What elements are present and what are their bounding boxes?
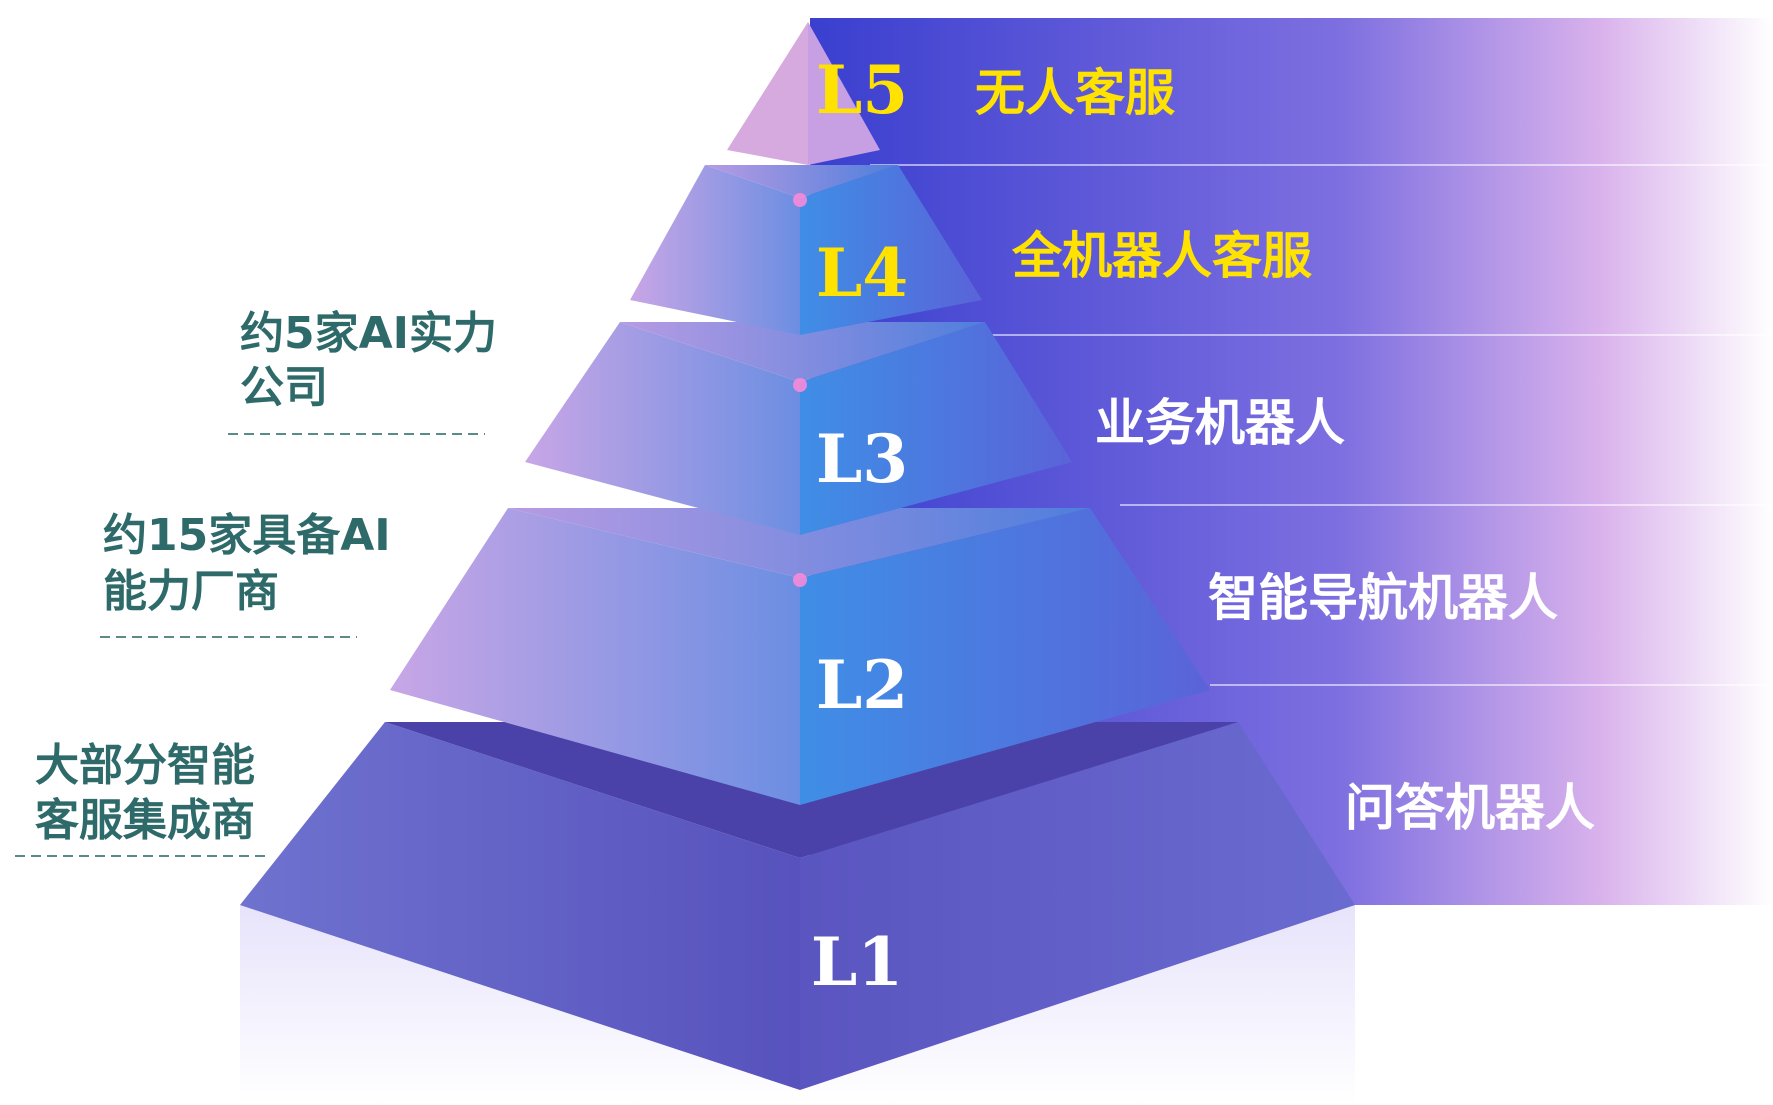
side-note-1-line-2: 公司 [240,362,328,413]
glint [793,573,807,587]
level-name-l2: 智能导航机器人 [1208,569,1558,627]
tier-l2 [390,508,1210,805]
banner-l4 [810,165,1773,335]
tier-right-face [800,165,982,335]
side-note-3-line-1: 大部分智能 [35,740,255,791]
tier-left-face [727,22,808,165]
tier-l5 [727,22,880,165]
tier-l3 [525,322,1072,535]
tier-left-face [390,508,800,805]
pyramid-tiers [240,22,1355,1090]
tier-l4 [630,165,982,335]
glint [793,193,807,207]
level-name-l4: 全机器人客服 [1011,227,1312,285]
level-code-l4: L4 [816,234,908,312]
side-note-3-line-2: 客服集成商 [35,795,255,846]
tier-left-face [630,165,800,335]
level-code-l2: L2 [816,646,908,724]
side-note-1-line-1: 约5家AI实力 [240,308,497,359]
tier-top-face [705,165,898,198]
tier-top-face [620,322,985,382]
level-name-l5: 无人客服 [975,64,1175,122]
tier-top-face [508,508,1090,578]
tier-right-face [800,508,1210,805]
level-name-l1: 问答机器人 [1345,779,1595,837]
banner-l5 [810,18,1773,165]
side-note-2-line-2: 能力厂商 [103,566,279,617]
side-note-2-line-1: 约15家具备AI [103,510,391,561]
level-code-l3: L3 [816,420,908,498]
level-name-l3: 业务机器人 [1095,394,1345,452]
tier-left-face [525,322,800,535]
glint [793,378,807,392]
level-code-l5: L5 [816,51,908,129]
level-code-l1: L1 [811,923,903,1001]
tier-right-face [808,22,880,165]
tier-right-face [800,322,1072,535]
tier-right-face [800,722,1355,1090]
tier-left-face [240,722,800,1090]
